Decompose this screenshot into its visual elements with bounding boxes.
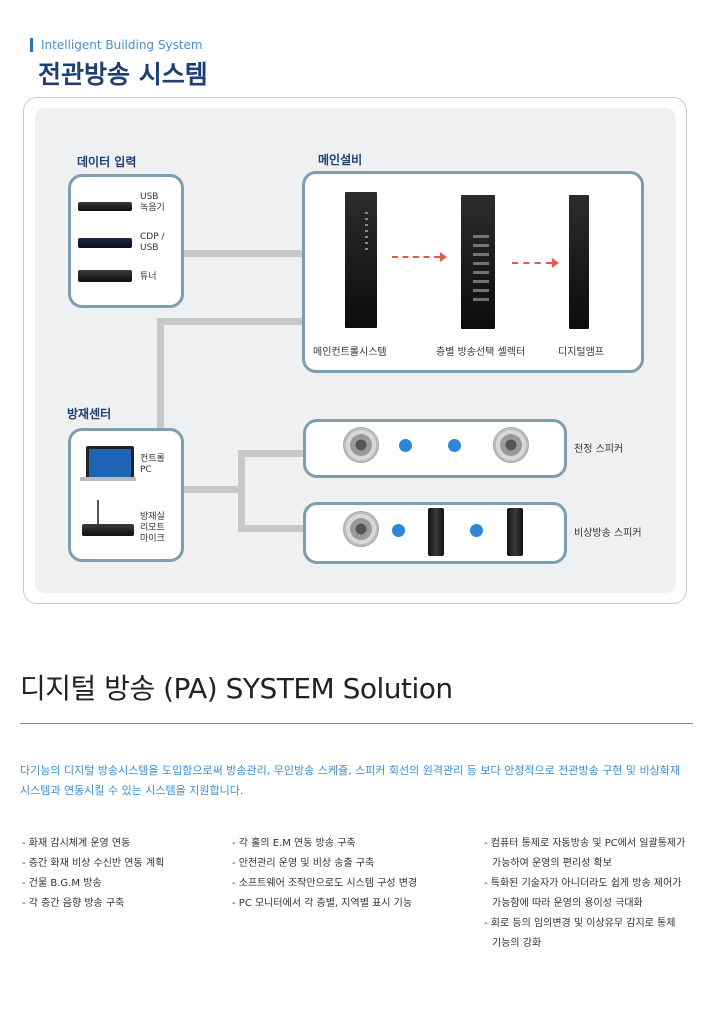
microphone-base-icon bbox=[82, 524, 134, 536]
feature-item: - 컴퓨터 통제로 자동방송 및 PC에서 일괄통제가 bbox=[484, 838, 686, 849]
emergency-speaker-label: 비상방송 스피커 bbox=[574, 528, 642, 539]
connector-to-ceiling bbox=[238, 450, 306, 457]
column-speaker-icon-1 bbox=[428, 508, 444, 556]
usb-recorder-label: USB 녹음기 bbox=[140, 192, 165, 213]
column-speaker-icon-2 bbox=[507, 508, 523, 556]
usb-recorder-device bbox=[78, 202, 132, 211]
control-pc-label: 컨트롤 PC bbox=[140, 454, 165, 475]
ceiling-speaker-label: 천정 스피커 bbox=[574, 444, 624, 455]
feature-item: 기능의 강화 bbox=[492, 938, 542, 949]
page-title: 전관방송 시스템 bbox=[38, 60, 208, 89]
emergency-ceiling-speaker-icon bbox=[343, 511, 379, 547]
ceiling-speaker-icon-1 bbox=[343, 427, 379, 463]
feature-item: - 안전관리 운영 및 비상 송출 구축 bbox=[232, 858, 375, 869]
main-control-label: 메인컨트롤시스템 bbox=[313, 347, 387, 358]
feature-item: - 각 층간 음향 방송 구축 bbox=[22, 898, 125, 909]
microphone-icon bbox=[97, 500, 99, 524]
connector-to-emergency bbox=[238, 525, 306, 532]
floor-selector-rack bbox=[461, 195, 495, 329]
feature-item: - 각 홀의 E.M 연동 방송 구축 bbox=[232, 838, 356, 849]
intro-line-1: 다기능의 디지털 방송시스템을 도입함으로써 방송관리, 무인방송 스케쥴, 스… bbox=[20, 764, 681, 777]
link-dot-2 bbox=[448, 439, 461, 452]
main-control-rack bbox=[345, 192, 377, 328]
main-equipment-title: 메인설비 bbox=[318, 153, 363, 167]
section-eyebrow: Intelligent Building System bbox=[30, 38, 203, 52]
arrow-icon-2 bbox=[512, 262, 552, 264]
feature-column-3: - 컴퓨터 통제로 자동방송 및 PC에서 일괄통제가 가능하여 운영의 편리성… bbox=[484, 834, 716, 954]
connector-center-right bbox=[181, 486, 239, 493]
floor-selector-label: 층별 방송선택 셀렉터 bbox=[436, 347, 526, 358]
feature-column-1: - 화재 감시체계 운영 연동 - 층간 화재 비상 수신반 연동 계획 - 건… bbox=[22, 834, 227, 914]
solution-title: 디지털 방송 (PA) SYSTEM Solution bbox=[20, 672, 453, 705]
connector-main-down bbox=[157, 318, 164, 430]
data-input-title: 데이터 입력 bbox=[77, 155, 137, 169]
connector-speaker-trunk bbox=[238, 450, 245, 530]
feature-column-2: - 각 홀의 E.M 연동 방송 구축 - 안전관리 운영 및 비상 송출 구축… bbox=[232, 834, 477, 914]
feature-item: - 층간 화재 비상 수신반 연동 계획 bbox=[22, 858, 165, 869]
connector-main-left bbox=[157, 318, 305, 325]
feature-item: - PC 모니터에서 각 층별, 지역별 표시 기능 bbox=[232, 898, 413, 909]
link-dot-4 bbox=[470, 524, 483, 537]
feature-item: - 화재 감시체계 운영 연동 bbox=[22, 838, 131, 849]
feature-item: - 회로 등의 임의변경 및 이상유무 감지로 통제 bbox=[484, 918, 676, 929]
intro-line-2: 시스템과 연동시킬 수 있는 시스템을 지원합니다. bbox=[20, 784, 244, 797]
ceiling-speaker-icon-2 bbox=[493, 427, 529, 463]
link-dot-1 bbox=[399, 439, 412, 452]
digital-amp-label: 디지털앰프 bbox=[558, 347, 604, 358]
laptop-icon bbox=[86, 446, 134, 480]
connector-input-main bbox=[181, 250, 305, 257]
divider bbox=[20, 723, 693, 724]
feature-item: - 소프트웨어 조작만으로도 시스템 구성 변경 bbox=[232, 878, 418, 889]
tuner-device bbox=[78, 270, 132, 282]
cdp-usb-label: CDP / USB bbox=[140, 232, 165, 253]
feature-item: - 건물 B.G.M 방송 bbox=[22, 878, 102, 889]
tuner-label: 튜너 bbox=[140, 272, 157, 282]
feature-item: 가능함에 따라 운영의 용이성 극대화 bbox=[492, 898, 643, 909]
laptop-base-icon bbox=[80, 477, 136, 481]
remote-mic-label: 방재실 리모트 마이크 bbox=[140, 512, 165, 544]
arrow-head-icon-1 bbox=[440, 252, 447, 262]
feature-item: 가능하여 운영의 편리성 확보 bbox=[492, 858, 612, 869]
disaster-center-title: 방재센터 bbox=[67, 407, 112, 421]
arrow-head-icon-2 bbox=[552, 258, 559, 268]
arrow-icon-1 bbox=[392, 256, 440, 258]
cdp-usb-device bbox=[78, 238, 132, 248]
feature-item: - 특화된 기술자가 아니더라도 쉽게 방송 제어가 bbox=[484, 878, 682, 889]
digital-amp-rack bbox=[569, 195, 589, 329]
link-dot-3 bbox=[392, 524, 405, 537]
